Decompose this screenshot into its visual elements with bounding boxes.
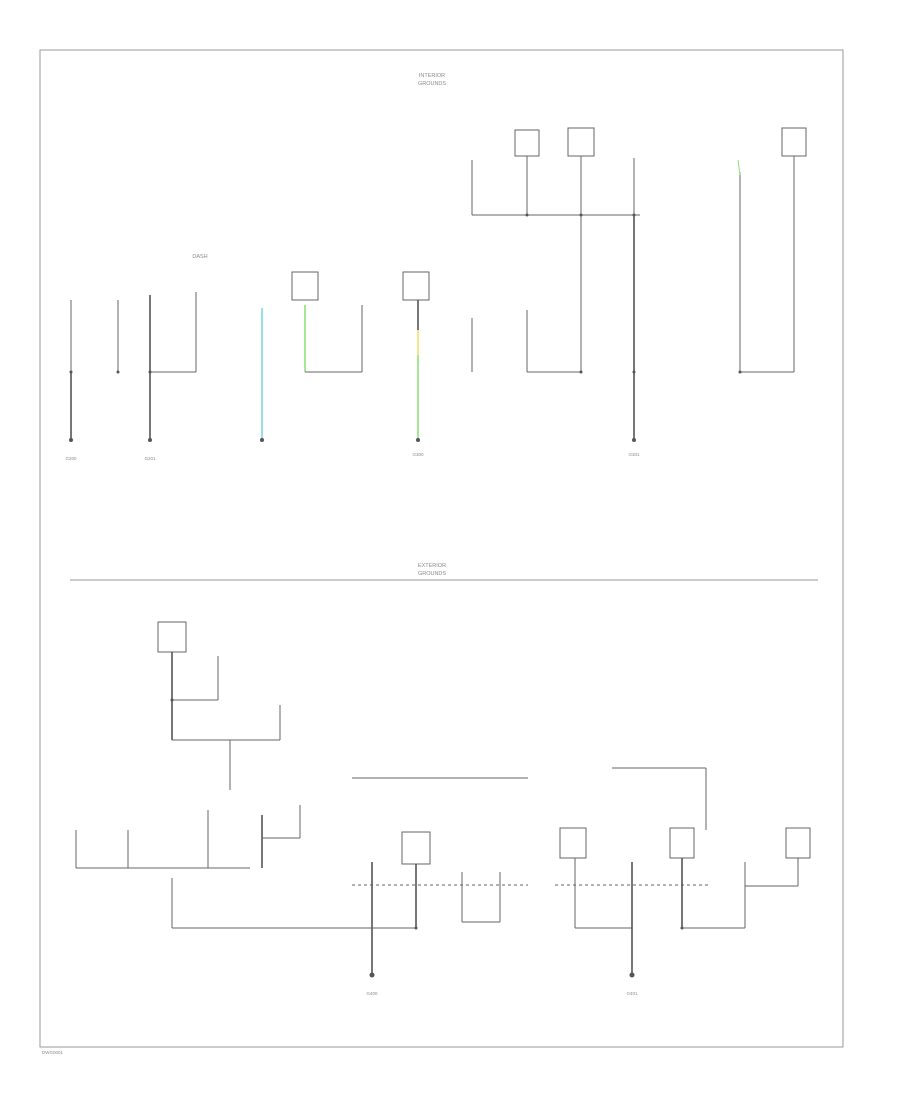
footer-code: DWG0001 [42,1050,64,1055]
component-box [785,827,811,859]
component-box [514,129,540,157]
component-box [291,271,319,301]
ground-label: G200 [65,456,77,461]
component-box [402,271,430,301]
component-box [567,127,595,157]
diagram-frame [39,49,844,1048]
bottom-section-title-line2: GROUNDS [418,571,446,577]
top-section-header: INTERIOR GROUNDS [418,73,446,87]
component-box [669,827,695,859]
bottom-section-title-line1: EXTERIOR [418,563,446,569]
top-section-title-line2: GROUNDS [418,81,446,87]
ground-label: G401 [626,991,638,996]
bottom-wiring [75,621,811,975]
ground-label: G201 [144,456,156,461]
component-box [559,827,587,859]
dash-label: DASH [192,254,207,260]
bottom-section-header: EXTERIOR GROUNDS [418,563,446,577]
bottom-grounds [170,698,684,978]
ground-label: G400 [366,991,378,996]
component-box [781,127,807,157]
top-grounds [69,213,742,442]
component-box [157,621,187,653]
top-wiring [70,127,807,440]
ground-label: G300 [412,452,424,457]
ground-label: G301 [628,452,640,457]
top-section-title-line1: INTERIOR [419,73,445,79]
component-box [401,831,431,865]
